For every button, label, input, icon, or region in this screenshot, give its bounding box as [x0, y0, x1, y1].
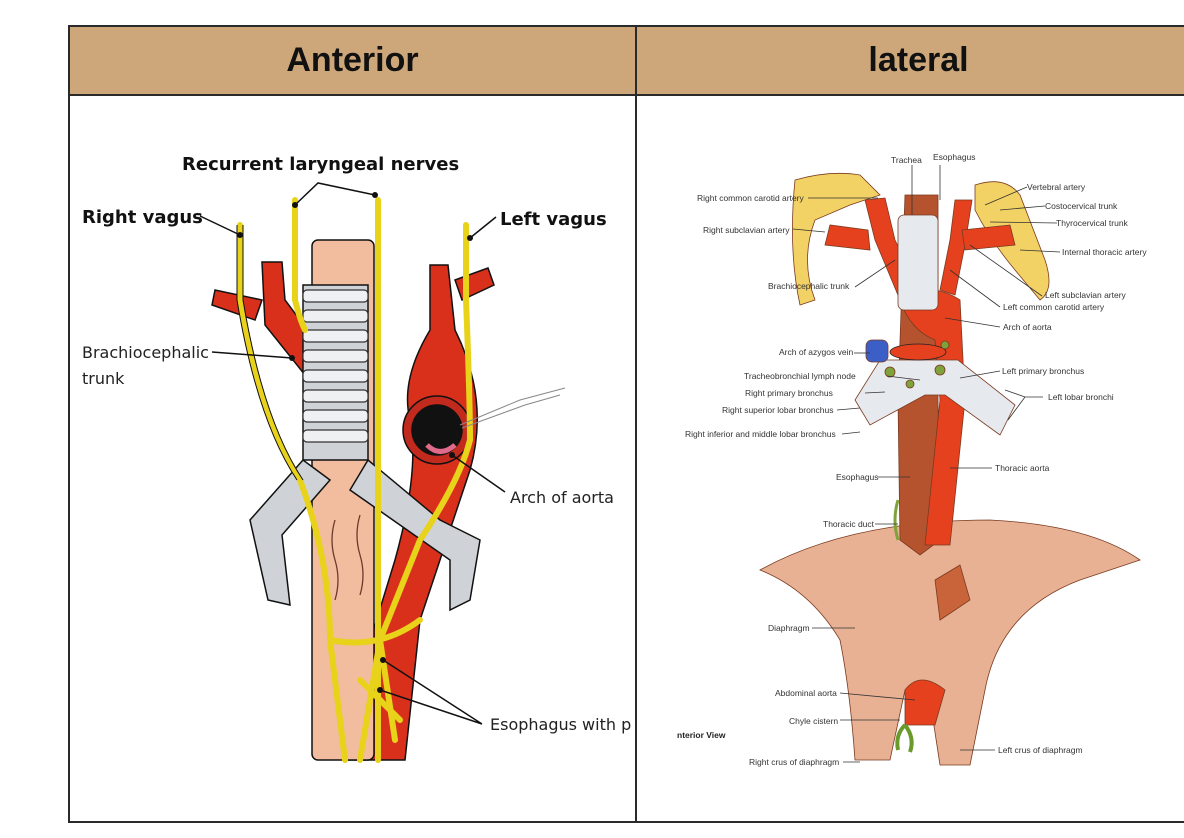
right-clavicle-shape — [792, 172, 881, 306]
label-thyrocervical: Thyrocervical trunk — [1056, 218, 1129, 228]
lateral-leader-lines — [792, 165, 1061, 763]
label-esophagus-plexus: Esophagus with p — [490, 715, 631, 734]
column-divider — [635, 27, 637, 821]
label-diaphragm: Diaphragm — [768, 623, 810, 633]
label-right-inferior-middle: Right inferior and middle lobar bronchus — [685, 429, 836, 439]
header-lateral: lateral — [868, 41, 969, 79]
trachea-shape — [897, 214, 939, 311]
label-tracheobronchial-node: Tracheobronchial lymph node — [744, 371, 856, 381]
right-bronchus-shape — [348, 458, 481, 612]
label-arch-of-aorta: Arch of aorta — [510, 488, 614, 507]
label-chyle-cistern: Chyle cistern — [789, 716, 838, 726]
label-brachiocephalic-trunk: Brachiocephalic trunk — [768, 281, 850, 291]
label-recurrent-laryngeal: Recurrent laryngeal nerves — [182, 154, 459, 175]
lateral-drawing — [759, 172, 1141, 766]
label-costocervical: Costocervical trunk — [1045, 201, 1118, 211]
label-brachiocephalic: Brachiocephalic — [82, 343, 209, 362]
table-header-row — [70, 27, 1184, 96]
label-left-vagus: Left vagus — [500, 209, 607, 230]
label-internal-thoracic: Internal thoracic artery — [1062, 247, 1147, 257]
label-esophagus: Esophagus — [836, 472, 879, 482]
label-right-subclavian: Right subclavian artery — [703, 225, 790, 235]
label-arch-azygos: Arch of azygos vein — [779, 347, 853, 357]
label-left-subclavian: Left subclavian artery — [1045, 290, 1127, 300]
label-right-crus: Right crus of diaphragm — [749, 757, 839, 767]
label-thoracic-duct: Thoracic duct — [823, 519, 875, 529]
label-right-superior-lobar: Right superior lobar bronchus — [722, 405, 834, 415]
diaphragm-shape — [759, 519, 1141, 766]
label-vertebral: Vertebral artery — [1027, 182, 1086, 192]
header-anterior: Anterior — [286, 41, 419, 79]
label-left-lobar-bronchi: Left lobar bronchi — [1048, 392, 1114, 402]
label-trachea: Trachea — [891, 155, 922, 165]
label-left-primary-bronchus: Left primary bronchus — [1002, 366, 1084, 376]
label-esophagus-top: Esophagus — [933, 152, 976, 162]
left-bronchus-shape — [249, 458, 332, 606]
label-brachiocephalic-trunk: trunk — [82, 369, 125, 388]
anterior-drawing — [211, 197, 566, 763]
label-abdominal-aorta: Abdominal aorta — [775, 688, 837, 698]
label-left-crus: Left crus of diaphragm — [998, 745, 1083, 755]
lateral-view-caption: nterior View — [677, 730, 726, 740]
label-right-common-carotid: Right common carotid artery — [697, 193, 805, 203]
comparison-table: Anterior lateral — [68, 25, 1184, 823]
label-thoracic-aorta: Thoracic aorta — [995, 463, 1050, 473]
label-left-common-carotid: Left common carotid artery — [1003, 302, 1105, 312]
label-right-vagus: Right vagus — [82, 207, 203, 228]
label-arch-of-aorta-lat: Arch of aorta — [1003, 322, 1052, 332]
label-right-primary-bronchus: Right primary bronchus — [745, 388, 833, 398]
